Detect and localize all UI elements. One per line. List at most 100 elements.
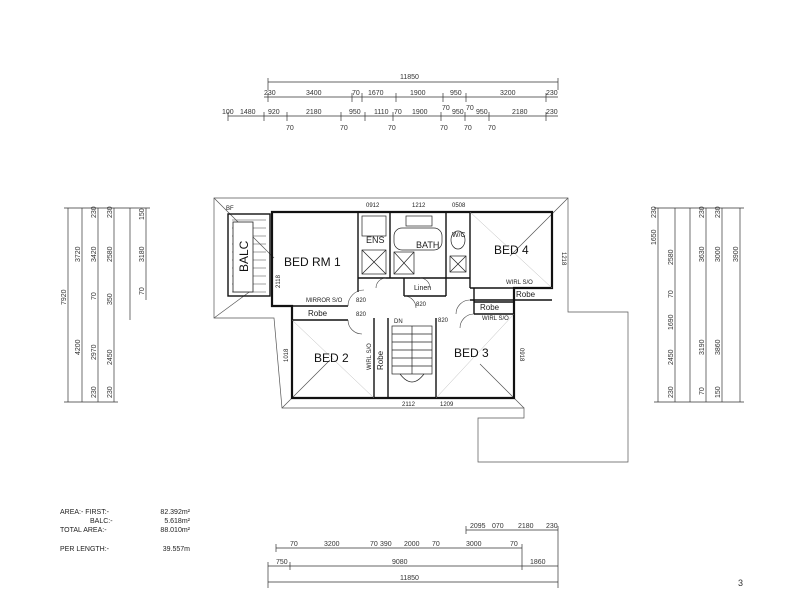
svg-text:70: 70 xyxy=(668,290,675,298)
robe-bed3-label: Robe xyxy=(480,303,500,312)
svg-text:350: 350 xyxy=(107,293,114,305)
svg-text:2180: 2180 xyxy=(512,109,528,116)
svg-text:2580: 2580 xyxy=(668,249,675,265)
svg-text:3000: 3000 xyxy=(715,246,722,262)
per-length-value: 39.557m xyxy=(162,546,190,553)
svg-text:920: 920 xyxy=(268,109,280,116)
svg-text:1110: 1110 xyxy=(374,109,389,116)
top-dim-row1: 230 3400 70 1670 1900 950 3200 230 xyxy=(264,90,558,97)
svg-text:230: 230 xyxy=(546,90,558,97)
svg-text:2970: 2970 xyxy=(91,344,98,360)
svg-text:150: 150 xyxy=(715,386,722,398)
svg-text:950: 950 xyxy=(476,109,488,116)
top-dim-row3: 70 70 70 70 70 70 xyxy=(286,125,496,132)
svg-text:950: 950 xyxy=(452,109,464,116)
area-balc-value: 5.618m² xyxy=(164,518,190,525)
svg-text:3420: 3420 xyxy=(91,246,98,262)
linen-label: Linen xyxy=(414,285,431,292)
svg-text:70: 70 xyxy=(699,387,706,395)
svg-text:70: 70 xyxy=(394,109,402,116)
window-0918: 0918 xyxy=(518,348,524,362)
svg-text:100: 100 xyxy=(222,109,234,116)
bed-rm-1-label: BED RM 1 xyxy=(284,255,341,269)
svg-text:70: 70 xyxy=(139,287,146,295)
svg-text:230: 230 xyxy=(668,386,675,398)
svg-text:230: 230 xyxy=(264,90,276,97)
mirror-note: MIRROR S/O xyxy=(306,298,343,304)
svg-text:1690: 1690 xyxy=(668,314,675,330)
door-820-b: 820 xyxy=(356,312,367,318)
bottom-overall-dim: 11850 xyxy=(400,575,419,582)
svg-text:230: 230 xyxy=(546,523,558,530)
area-first-value: 82.392m² xyxy=(160,509,190,516)
area-total-value: 88.010m² xyxy=(160,527,190,534)
svg-text:2180: 2180 xyxy=(518,523,534,530)
door-820-c: 820 xyxy=(438,318,449,324)
svg-text:70: 70 xyxy=(370,541,378,548)
svg-text:70: 70 xyxy=(286,125,294,132)
window-1209: 1209 xyxy=(440,402,454,408)
area-total-label: TOTAL AREA:- xyxy=(60,527,107,534)
window-1018: 1018 xyxy=(284,348,290,362)
svg-text:70: 70 xyxy=(91,292,98,300)
page-number: 3 xyxy=(738,578,744,588)
svg-text:950: 950 xyxy=(349,109,361,116)
external-walls xyxy=(270,210,554,400)
wirl-bed3-note: WIRL S/O xyxy=(482,316,509,322)
svg-text:390: 390 xyxy=(380,541,392,548)
balcony: BALC xyxy=(227,213,271,297)
hip-lines xyxy=(291,211,553,399)
bed-2-label: BED 2 xyxy=(314,351,349,365)
svg-text:2450: 2450 xyxy=(107,349,114,365)
window-0508: 0508 xyxy=(452,203,466,209)
window-0912: 0912 xyxy=(366,203,380,209)
svg-text:230: 230 xyxy=(546,109,558,116)
svg-text:70: 70 xyxy=(510,541,518,548)
door-820-d: 820 xyxy=(416,302,427,308)
door-swings xyxy=(347,277,475,335)
robe-bed2-label: Robe xyxy=(376,350,385,370)
svg-text:150: 150 xyxy=(139,208,146,220)
svg-text:230: 230 xyxy=(91,386,98,398)
svg-text:70: 70 xyxy=(388,125,396,132)
svg-text:3180: 3180 xyxy=(139,246,146,262)
top-dim-row2: 100 1480 920 2180 950 1110 70 1900 70 95… xyxy=(222,105,558,116)
bf-marker: BF xyxy=(226,206,234,212)
area-total-row: TOTAL AREA:- 88.010m² xyxy=(60,526,190,535)
svg-text:1860: 1860 xyxy=(530,559,546,566)
svg-text:950: 950 xyxy=(450,90,462,97)
top-overall-dim: 11850 xyxy=(400,74,419,81)
svg-text:7920: 7920 xyxy=(61,289,68,305)
stairs xyxy=(391,325,433,383)
svg-text:3200: 3200 xyxy=(500,90,516,97)
per-length-row: PER LENGTH:- 39.557m xyxy=(60,545,190,554)
robe-bed4-label: Robe xyxy=(516,290,536,299)
svg-text:2450: 2450 xyxy=(668,349,675,365)
svg-text:2180: 2180 xyxy=(306,109,322,116)
svg-text:230: 230 xyxy=(107,386,114,398)
robe-bed1-label: Robe xyxy=(308,309,328,318)
stair-dn-note: DN xyxy=(394,319,403,325)
svg-text:70: 70 xyxy=(352,90,360,97)
bed-3-label: BED 3 xyxy=(454,346,489,360)
svg-text:70: 70 xyxy=(442,105,450,112)
svg-text:4200: 4200 xyxy=(75,339,82,355)
svg-text:070: 070 xyxy=(492,523,504,530)
svg-text:230: 230 xyxy=(651,206,658,218)
window-2118: 2118 xyxy=(276,274,282,288)
svg-text:1900: 1900 xyxy=(412,109,428,116)
left-dimensions xyxy=(64,207,150,403)
area-schedule: AREA:- FIRST:- 82.392m² BALC:- 5.618m² T… xyxy=(60,508,190,554)
internal-walls xyxy=(292,212,552,398)
svg-text:230: 230 xyxy=(91,206,98,218)
window-1212: 1212 xyxy=(412,203,426,209)
wc-label: W/C xyxy=(452,232,466,239)
area-balc-label: BALC:- xyxy=(90,518,113,525)
svg-text:70: 70 xyxy=(340,125,348,132)
fixtures xyxy=(361,215,467,275)
left-dim-labels: 7920 3720 4200 230 3420 70 2970 230 230 … xyxy=(61,206,146,398)
area-balc-row: BALC:- 5.618m² xyxy=(60,517,190,526)
svg-text:1900: 1900 xyxy=(410,90,426,97)
wirl-bed4-note: WIRL S/O xyxy=(506,280,533,286)
